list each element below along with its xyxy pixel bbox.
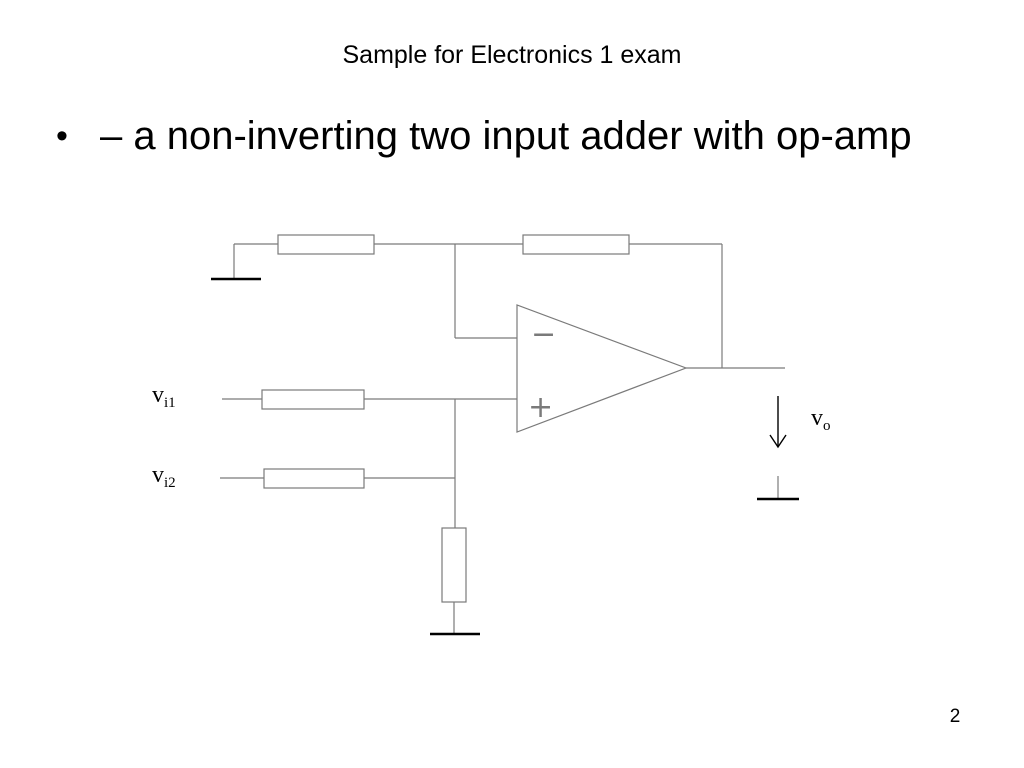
input1-label: vi1 (152, 382, 176, 411)
opamp-triangle (516, 304, 688, 433)
opamp-minus-sign: − (531, 317, 556, 352)
resistor-input2 (263, 468, 365, 489)
resistor-ground (277, 234, 375, 255)
input2-label: vi2 (152, 462, 176, 491)
output-voltage-arrowhead (769, 434, 787, 449)
bullet-dot: • (56, 117, 68, 155)
bullet-text: – a non-inverting two input adder with o… (100, 114, 912, 158)
resistor-shunt (441, 527, 467, 603)
opamp-plus-sign: + (528, 390, 553, 425)
slide-title: Sample for Electronics 1 exam (342, 41, 682, 69)
resistor-feedback (522, 234, 630, 255)
output-label: vo (811, 405, 831, 434)
page-number: 2 (949, 706, 961, 727)
resistor-input1 (261, 389, 365, 410)
